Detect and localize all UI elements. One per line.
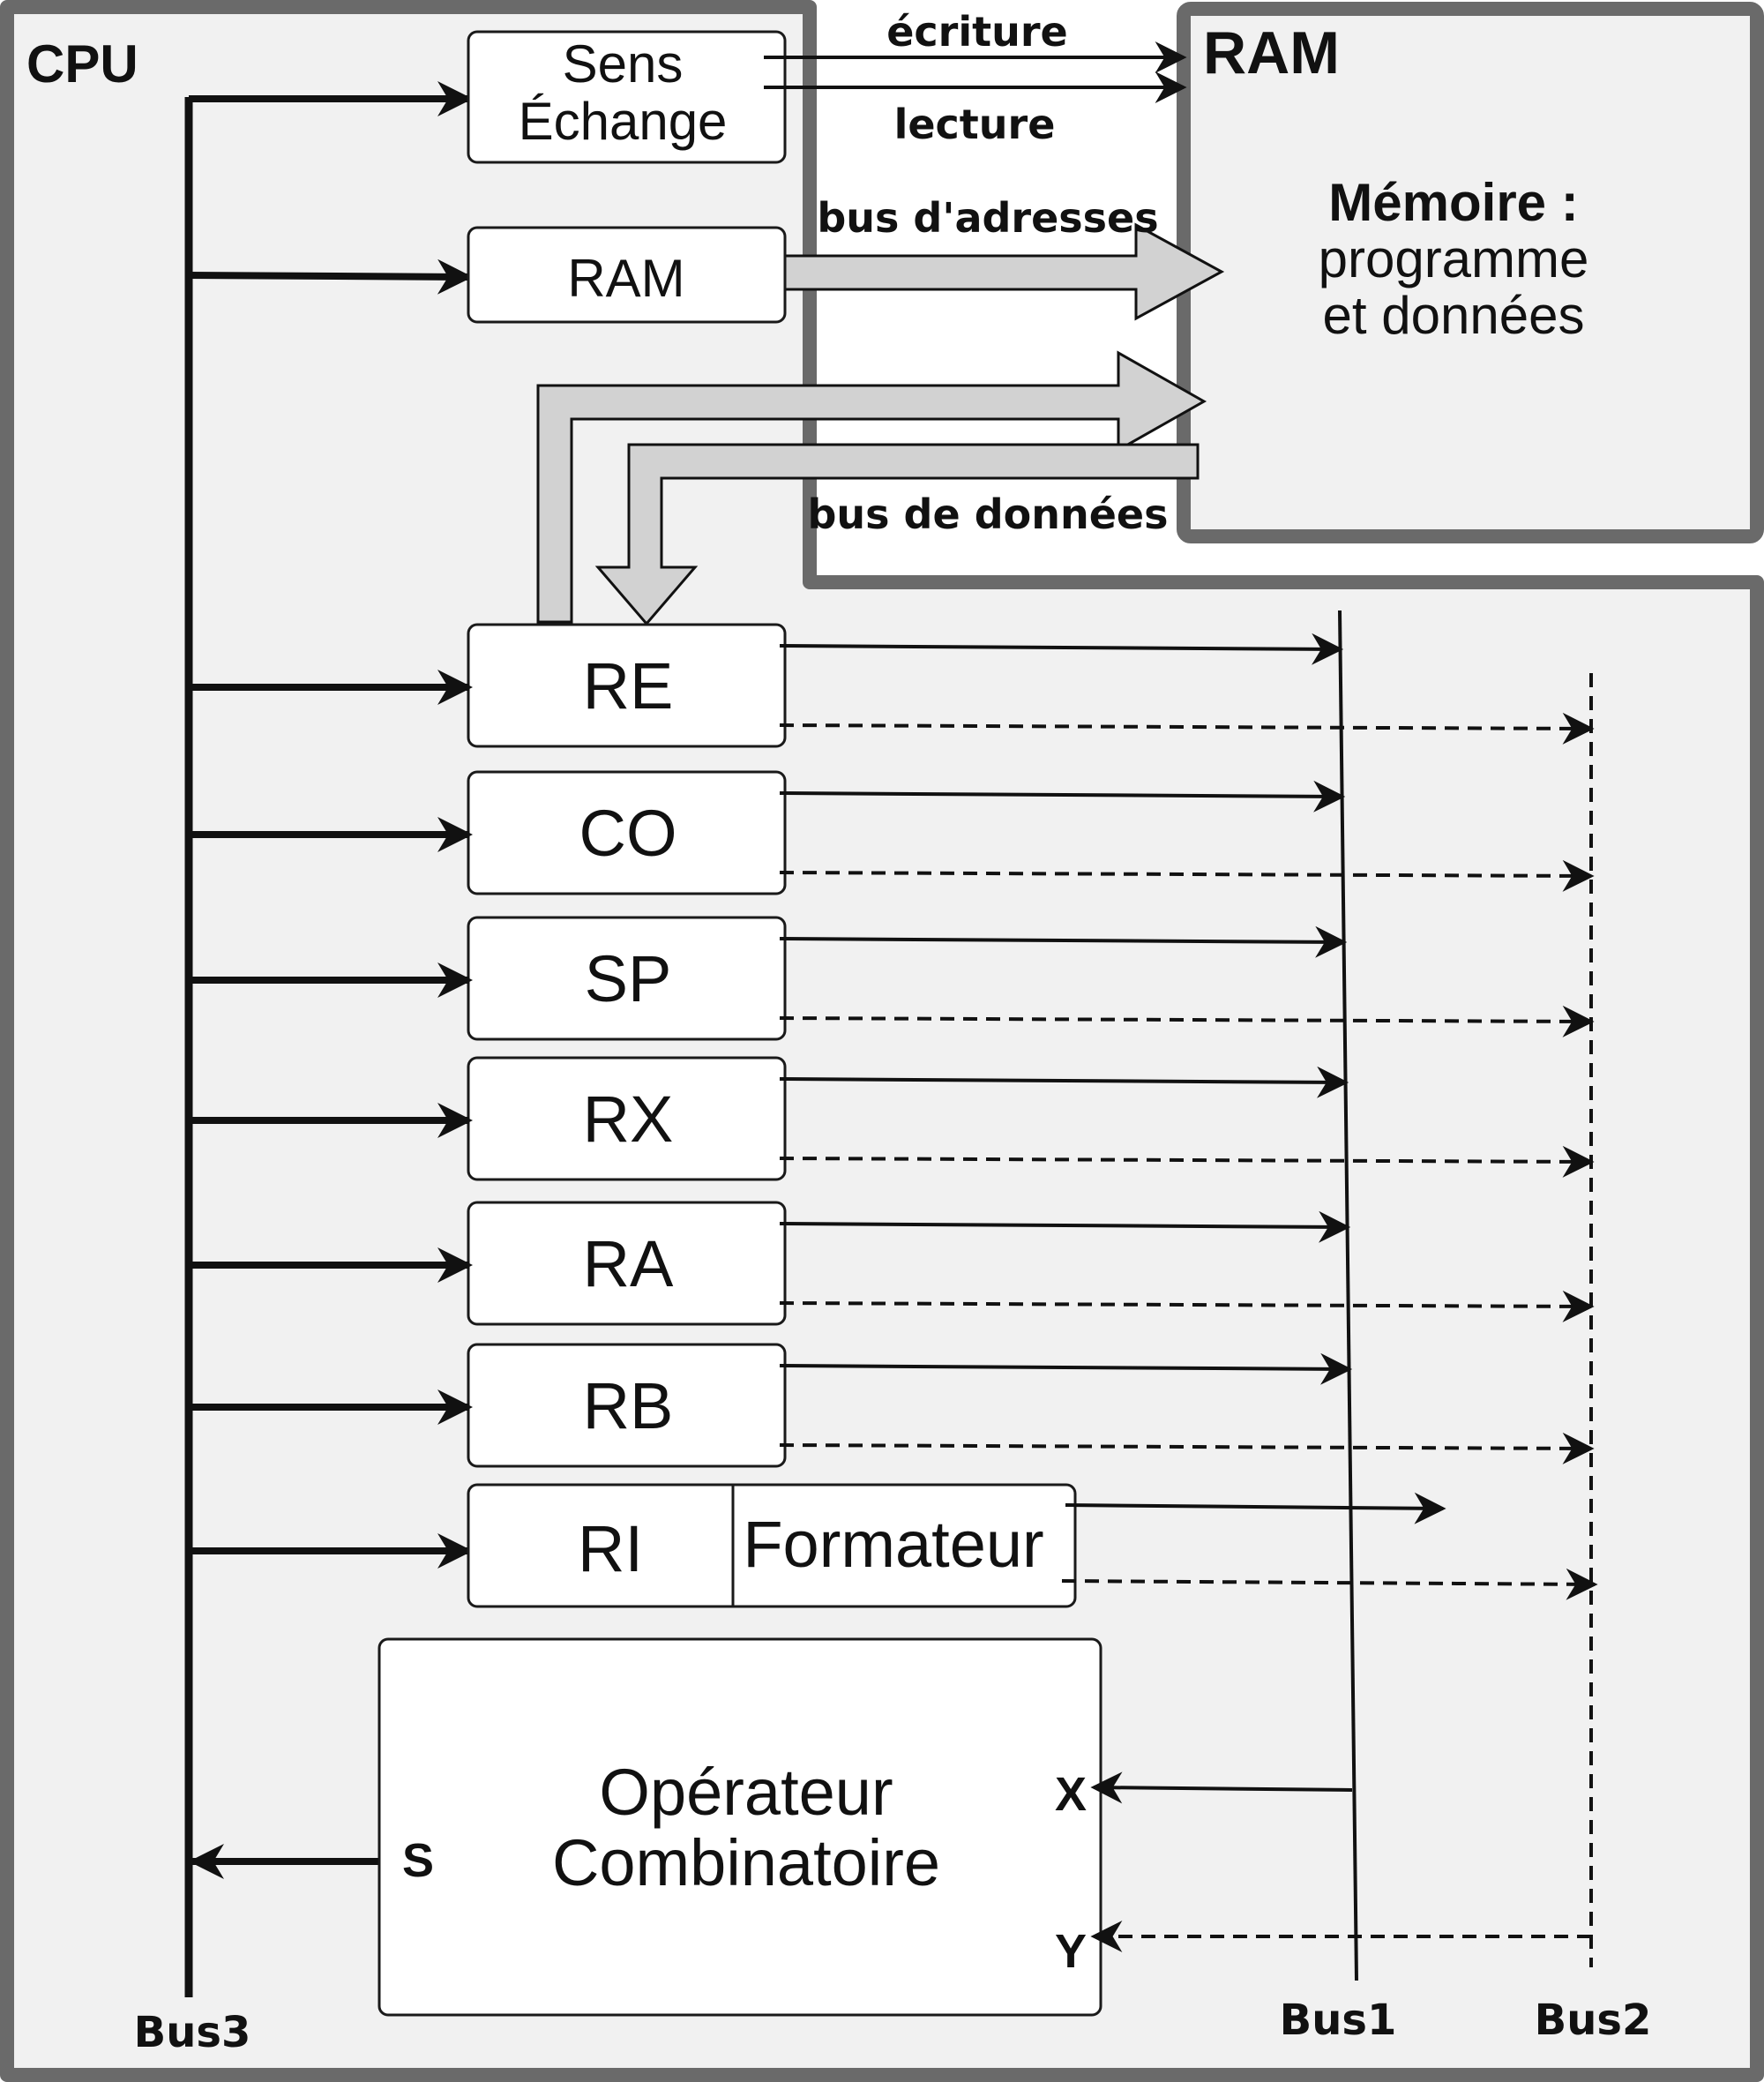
sens-echange-block: [467, 30, 787, 164]
data-bus-label: bus de données: [807, 491, 1168, 538]
register-label: RE: [583, 649, 674, 723]
sens-line2: Échange: [519, 92, 728, 151]
memory-line3: et données: [1323, 286, 1585, 345]
ram-register-label: RAM: [567, 249, 684, 308]
register-label: CO: [579, 797, 677, 870]
register-to-bus1-arrow: [779, 780, 1346, 813]
register-to-bus1-arrow: [779, 633, 1344, 665]
memory-line1: Mémoire :: [1328, 173, 1578, 232]
address-bus-label: bus d'adresses: [817, 194, 1158, 242]
bus3-to-ram-register-arrow: [188, 258, 473, 295]
register-to-bus1-arrow: [779, 1210, 1351, 1243]
register-to-bus2-arrow: [779, 1290, 1595, 1322]
sens-line1: Sens: [563, 34, 684, 94]
operator-input-x: X: [1055, 1768, 1087, 1821]
read-label: lecture: [894, 101, 1056, 148]
register-to-bus2-arrow: [779, 712, 1595, 745]
ri-block: [467, 1483, 1077, 1608]
address-bus-arrow: [783, 222, 1225, 321]
formateur-to-bus2-arrow: [1061, 1568, 1598, 1600]
ram-register-block: [467, 226, 787, 324]
register-to-bus2-arrow: [779, 1145, 1595, 1178]
register-to-bus2-arrow: [779, 1005, 1595, 1037]
write-label: écriture: [886, 8, 1068, 56]
register-to-bus1-arrow: [779, 925, 1348, 958]
data-bus-from-ram-arrow: [594, 443, 1200, 626]
ri-label: RI: [578, 1512, 643, 1585]
register-label: RA: [583, 1227, 674, 1300]
register-to-bus1-arrow: [779, 1066, 1349, 1098]
bus1-line: [1338, 610, 1358, 1981]
memory-line2: programme: [1319, 229, 1589, 288]
register-label: RB: [583, 1369, 674, 1442]
cpu-label: CPU: [26, 34, 138, 94]
operator-block: [377, 1637, 1102, 2017]
bus1-to-x-arrow: [1090, 1771, 1353, 1804]
register-label: SP: [585, 942, 672, 1015]
register-to-bus2-arrow: [779, 1432, 1595, 1464]
formateur-to-bus1-arrow: [1065, 1492, 1446, 1524]
bus2-label: Bus2: [1535, 1996, 1652, 2045]
operator-line1: Opérateur: [599, 1756, 893, 1829]
bus3-label: Bus3: [134, 2008, 251, 2057]
registers-group: RE CO SP RX RA RB: [189, 623, 1595, 1468]
formateur-label: Formateur: [743, 1508, 1043, 1581]
ram-label: RAM: [1203, 19, 1340, 86]
register-to-bus2-arrow: [779, 859, 1595, 892]
bus1-label: Bus1: [1280, 1996, 1397, 2045]
register-to-bus1-arrow: [779, 1352, 1353, 1385]
operator-output-s: S: [402, 1834, 434, 1887]
operator-input-y: Y: [1055, 1925, 1087, 1978]
data-bus-to-ram-arrow: [536, 350, 1207, 624]
register-label: RX: [583, 1082, 674, 1156]
operator-line2: Combinatoire: [552, 1826, 940, 1899]
